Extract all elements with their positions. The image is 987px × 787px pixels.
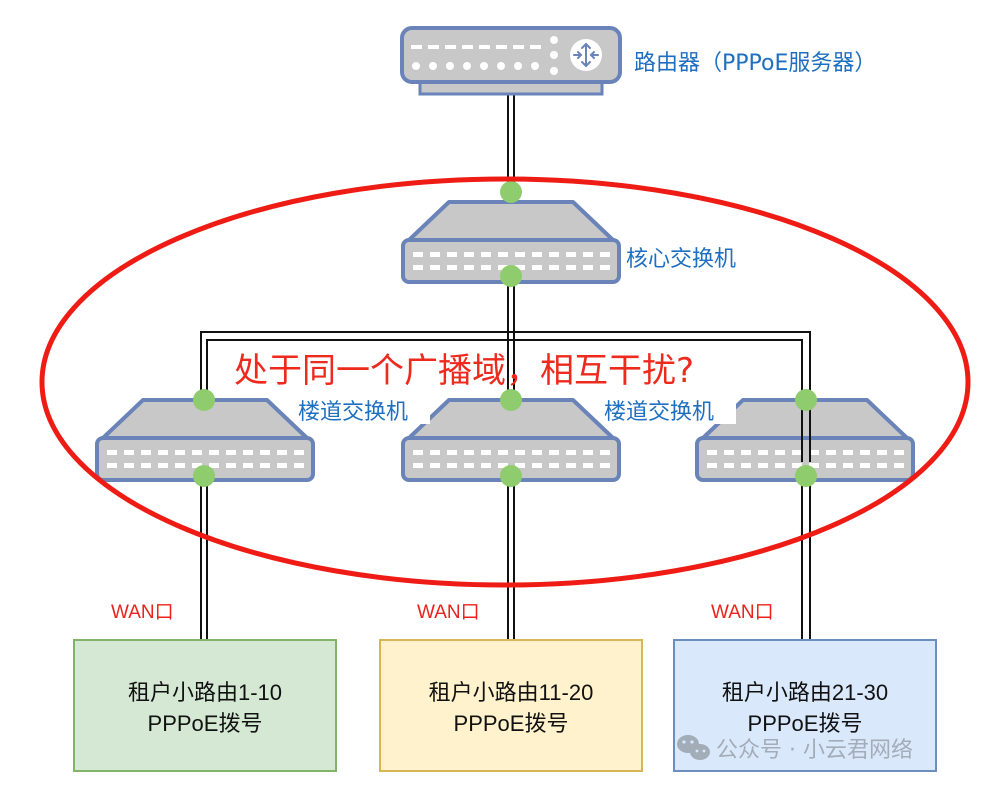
port-dot <box>500 465 522 487</box>
tenant-box-1[interactable]: 租户小路由1-10 PPPoE拨号 <box>73 639 337 772</box>
tenant-box-3-line2: PPPoE拨号 <box>748 711 863 736</box>
core-switch-label: 核心交换机 <box>626 247 736 272</box>
router-ports <box>411 36 558 75</box>
tenant-box-1-line2: PPPoE拨号 <box>148 711 263 736</box>
tenant-box-2-line1: 租户小路由11-20 <box>429 680 594 705</box>
tenant-box-3[interactable]: 租户小路由21-30 PPPoE拨号 <box>673 639 937 772</box>
port-dot <box>193 389 215 411</box>
floor-switch-1-label: 楼道交换机 <box>298 400 408 425</box>
port-dot <box>193 465 215 487</box>
wire-bus-inner <box>206 339 803 402</box>
broadcast-domain-ellipse <box>39 176 971 588</box>
router-label: 路由器（PPPoE服务器） <box>634 51 876 76</box>
watermark: 公众号 · 小云君网络 <box>677 735 913 763</box>
port-dot <box>795 389 817 411</box>
floor-label-bg-3 <box>602 398 736 424</box>
wechat-icon <box>677 735 710 760</box>
port-dot <box>795 465 817 487</box>
port-dot <box>500 265 522 287</box>
port-dots <box>193 181 817 487</box>
tenant-box-2-line2: PPPoE拨号 <box>454 711 569 736</box>
wire-right-overlay <box>801 402 811 462</box>
wan-label-2: WAN口 <box>417 602 480 623</box>
router[interactable] <box>400 26 622 96</box>
floor-switch-3-label: 楼道交换机 <box>604 400 714 425</box>
watermark-text: 公众号 · 小云君网络 <box>716 738 913 763</box>
port-dot <box>500 389 522 411</box>
wan-label-1: WAN口 <box>111 602 174 623</box>
tenant-box-2[interactable]: 租户小路由11-20 PPPoE拨号 <box>379 639 643 772</box>
port-dot <box>500 181 522 203</box>
router-icon <box>570 39 602 71</box>
floor-label-bg-1 <box>296 398 430 424</box>
wires <box>200 92 811 640</box>
wire-bus-outer <box>200 331 811 402</box>
wan-label-3: WAN口 <box>711 602 774 623</box>
tenant-box-3-line1: 租户小路由21-30 <box>722 680 888 705</box>
tenant-box-1-line1: 租户小路由1-10 <box>128 680 282 705</box>
broadcast-domain-annotation: 处于同一个广播域，相互干扰? <box>234 351 694 391</box>
